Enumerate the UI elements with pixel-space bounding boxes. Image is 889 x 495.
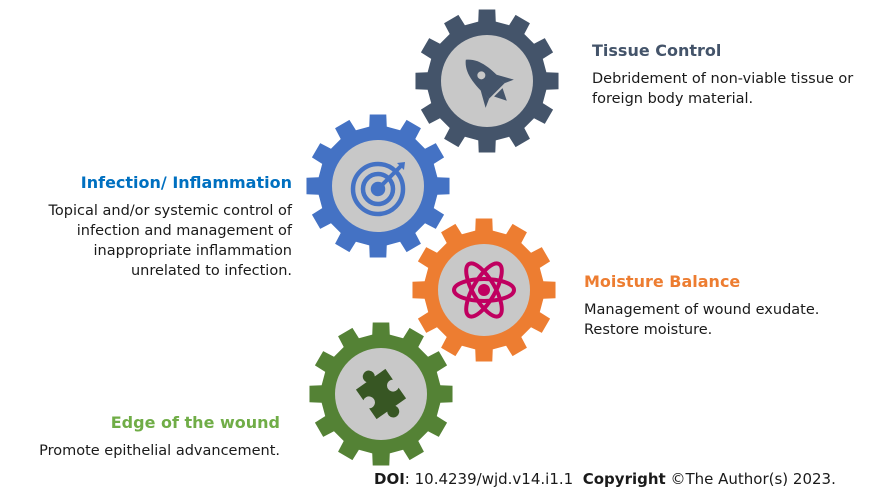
doi-value: : 10.4239/wjd.v14.i1.1 (404, 470, 574, 488)
desc-line: inappropriate inflammation (93, 243, 292, 259)
edge-of-wound-gear (309, 322, 453, 466)
edge-of-wound-block: Edge of the wound Promote epithelial adv… (39, 413, 280, 461)
moisture-balance-heading: Moisture Balance (584, 272, 741, 291)
desc-line: Promote epithelial advancement. (39, 443, 280, 459)
doi-label: DOI (374, 470, 405, 488)
tissue-control-heading: Tissue Control (592, 41, 722, 60)
desc-line: Debridement of non-viable tissue or (592, 71, 854, 87)
doi-copyright-footer: DOI: 10.4239/wjd.v14.i1.1 Copyright ©The… (374, 470, 836, 488)
desc-line: infection and management of (76, 223, 292, 239)
desc-line: foreign body material. (592, 91, 754, 107)
desc-line: Restore moisture. (584, 322, 713, 338)
infection-block: Infection/ Inflammation Topical and/or s… (49, 173, 292, 281)
desc-line: Management of wound exudate. (584, 302, 820, 318)
moisture-balance-gear (412, 218, 556, 362)
atom-icon (452, 261, 516, 319)
infection-gear (306, 114, 450, 258)
desc-line: unrelated to infection. (130, 263, 292, 279)
desc-line: Topical and/or systemic control of (48, 203, 292, 219)
moisture-balance-block: Moisture Balance Management of wound exu… (584, 272, 819, 340)
edge-of-wound-heading: Edge of the wound (110, 413, 280, 432)
tissue-control-block: Tissue Control Debridement of non-viable… (592, 41, 853, 109)
target-icon (350, 161, 406, 217)
infection-heading: Infection/ Inflammation (80, 173, 292, 192)
moisture-balance-description: Management of wound exudate. Restore moi… (584, 300, 819, 340)
copyright-label: Copyright (582, 470, 666, 488)
tissue-control-gear (415, 9, 559, 153)
tissue-control-description: Debridement of non-viable tissue or fore… (592, 69, 853, 109)
rocket-icon (465, 59, 514, 108)
infection-description: Topical and/or systemic control of infec… (49, 201, 292, 281)
copyright-value: ©The Author(s) 2023. (665, 470, 836, 488)
puzzle-icon (355, 368, 407, 420)
edge-of-wound-description: Promote epithelial advancement. (39, 441, 280, 461)
